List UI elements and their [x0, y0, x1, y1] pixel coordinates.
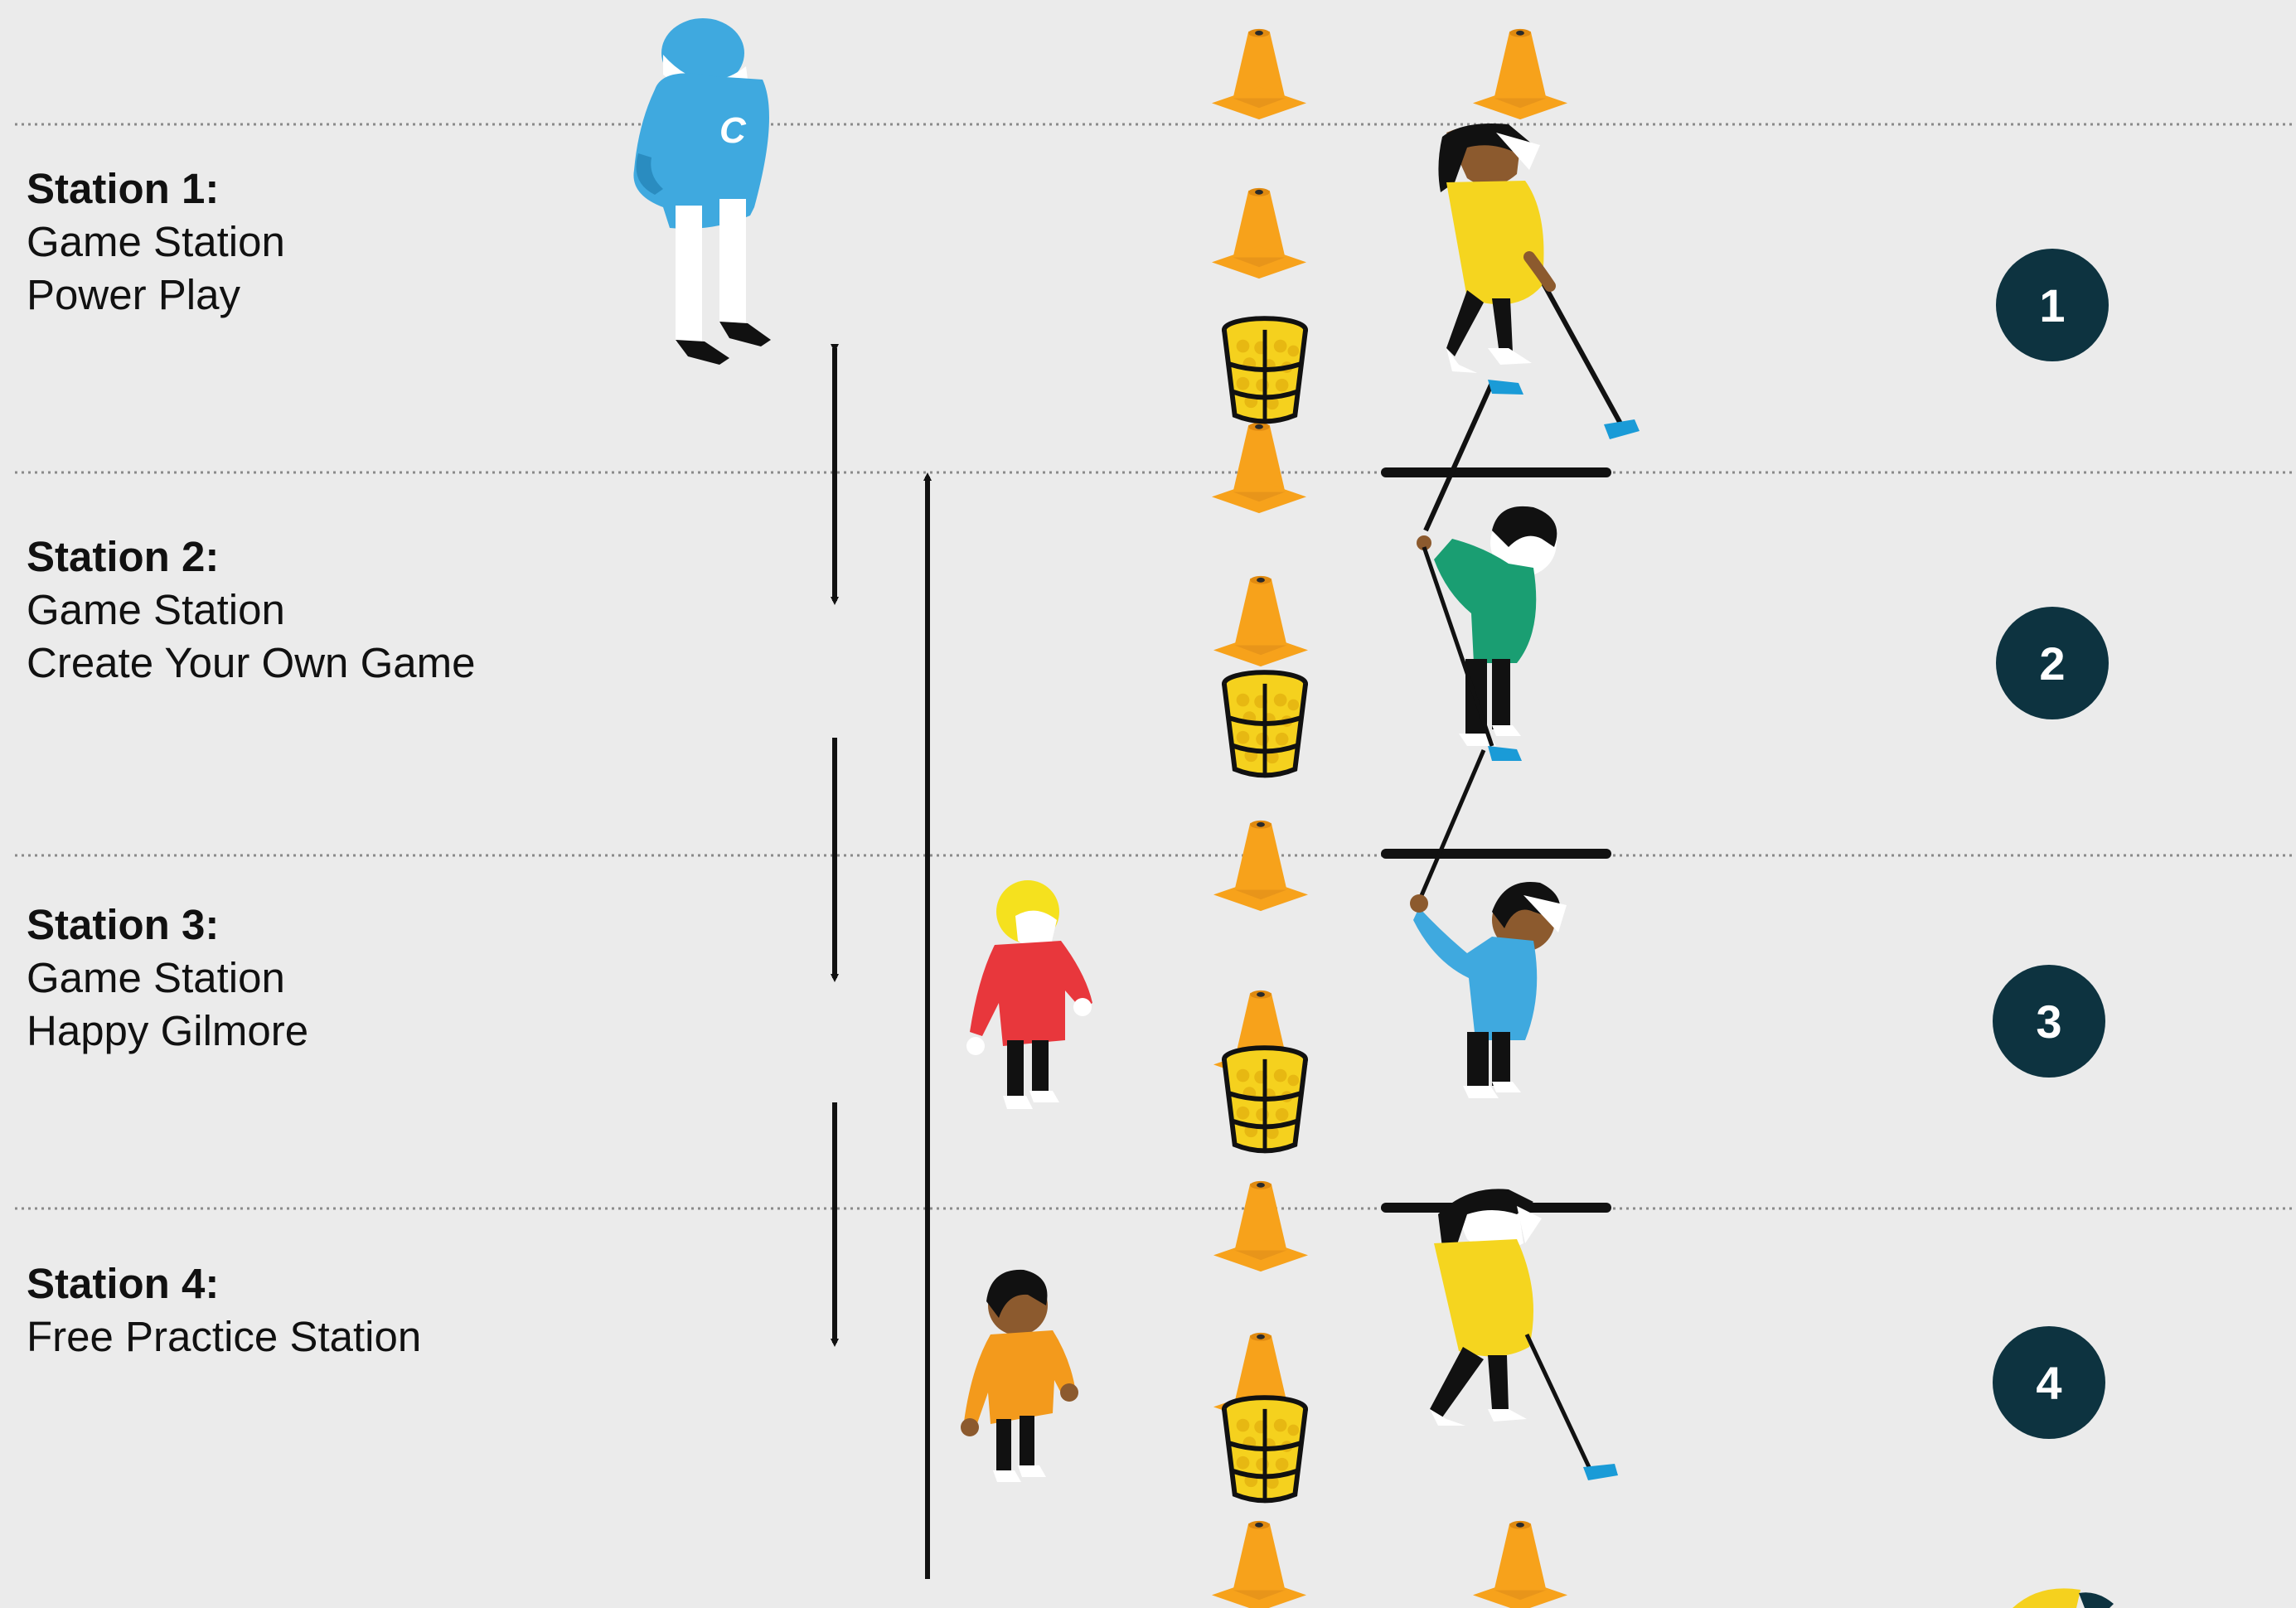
player-icon	[961, 1269, 1078, 1482]
cone-icon	[1213, 575, 1309, 667]
player-icon	[1417, 506, 1557, 761]
station-dividers	[15, 123, 2296, 1210]
station-4-label: Station 4: Free Practice Station	[27, 1257, 421, 1363]
player-icon	[1423, 124, 1640, 532]
station-line: Happy Gilmore	[27, 1007, 309, 1054]
station-line: Game Station	[27, 586, 285, 633]
station-line: Free Practice Station	[27, 1313, 422, 1360]
svg-text:C: C	[719, 110, 747, 151]
station-line: Create Your Own Game	[27, 639, 476, 686]
cone-icon	[1211, 187, 1307, 279]
cone-icon	[1213, 1180, 1309, 1272]
ball-basket-icon	[1224, 1397, 1305, 1500]
station-line: Game Station	[27, 954, 285, 1001]
cone-icon	[1213, 820, 1309, 912]
station-2-label: Station 2: Game Station Create Your Own …	[27, 530, 475, 690]
station-line: Power Play	[27, 271, 240, 318]
station-title: Station 2:	[27, 533, 220, 580]
station-title: Station 4:	[27, 1260, 220, 1307]
cone-icon	[1211, 28, 1307, 120]
station-title: Station 3:	[27, 901, 220, 948]
rotation-arrows	[831, 344, 932, 1579]
coach-icon: C	[633, 18, 771, 365]
player-icon	[1410, 749, 1567, 1098]
player-icon	[966, 880, 1092, 1109]
cone-icon	[1211, 422, 1307, 514]
cone-icon	[1472, 1520, 1568, 1608]
station-number-badge: 2	[1996, 607, 2109, 719]
station-3-label: Station 3: Game Station Happy Gilmore	[27, 898, 308, 1058]
station-title: Station 1:	[27, 165, 220, 212]
ball-basket-icon	[1224, 672, 1305, 775]
logo-fragment	[2013, 1588, 2114, 1608]
cone-icon	[1472, 28, 1568, 120]
player-icon	[1430, 1189, 1618, 1480]
station-number-badge: 1	[1996, 249, 2109, 361]
station-line: Game Station	[27, 218, 285, 265]
ball-basket-icon	[1224, 318, 1305, 421]
ball-basket-icon	[1224, 1048, 1305, 1150]
station-1-label: Station 1: Game Station Power Play	[27, 162, 285, 322]
station-number-badge: 3	[1993, 965, 2105, 1078]
cone-icon	[1211, 1520, 1307, 1608]
station-number-badge: 4	[1993, 1326, 2105, 1439]
